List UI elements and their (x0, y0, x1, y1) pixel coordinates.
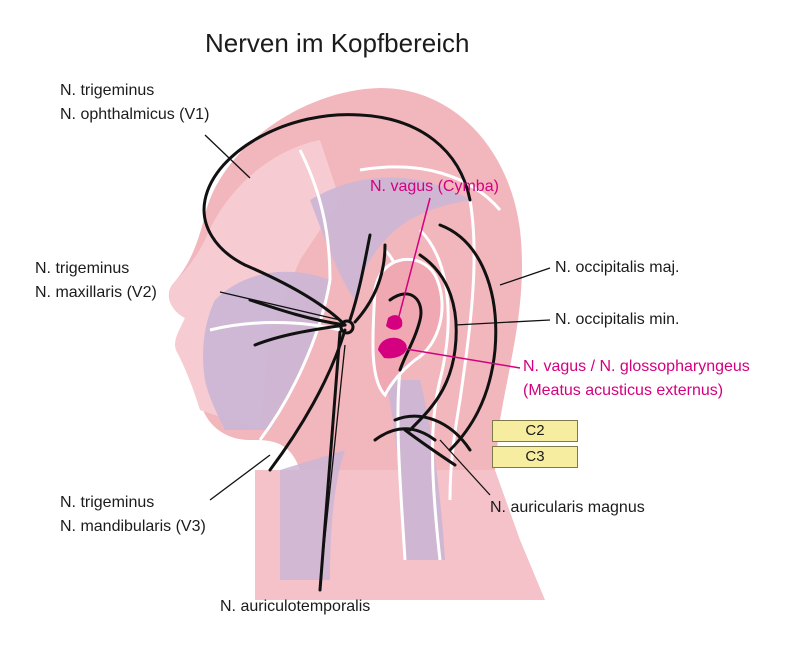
page-title: Nerven im Kopfbereich (205, 28, 470, 58)
label-v1-trigeminus: N. trigeminus (60, 82, 155, 99)
label-v1-ophthalmicus: N. ophthalmicus (V1) (60, 106, 210, 123)
leader-lines (204, 134, 551, 586)
lilac-zone-neck (385, 380, 445, 560)
meatus-acusticus (378, 337, 407, 359)
label-v2-trigeminus: N. trigeminus (35, 260, 130, 277)
c2-segment-box: C2 (492, 420, 578, 442)
label-auricularis-magnus: N. auricularis magnus (490, 499, 645, 516)
label-auriculotemporalis: N. auriculotemporalis (220, 598, 371, 615)
magenta-leader-lines (397, 197, 521, 369)
nerve-paths (202, 113, 498, 592)
lilac-zone-face (203, 271, 330, 430)
ear-shape (371, 258, 444, 398)
lilac-zone-temple (310, 177, 470, 300)
label-meatus-acusticus: (Meatus acusticus externus) (523, 382, 724, 399)
label-occipitalis-min: N. occipitalis min. (555, 311, 680, 328)
c3-segment-box: C3 (492, 446, 578, 468)
label-vagus-cymba: N. vagus (Cymba) (370, 178, 499, 195)
label-v3-trigeminus: N. trigeminus (60, 494, 155, 511)
label-occipitalis-maj: N. occipitalis maj. (555, 259, 680, 276)
label-vagus-glossopharyngeus: N. vagus / N. glossopharyngeus (523, 358, 750, 375)
label-v2-maxillaris: N. maxillaris (V2) (35, 284, 157, 301)
label-v3-mandibularis: N. mandibularis (V3) (60, 518, 206, 535)
